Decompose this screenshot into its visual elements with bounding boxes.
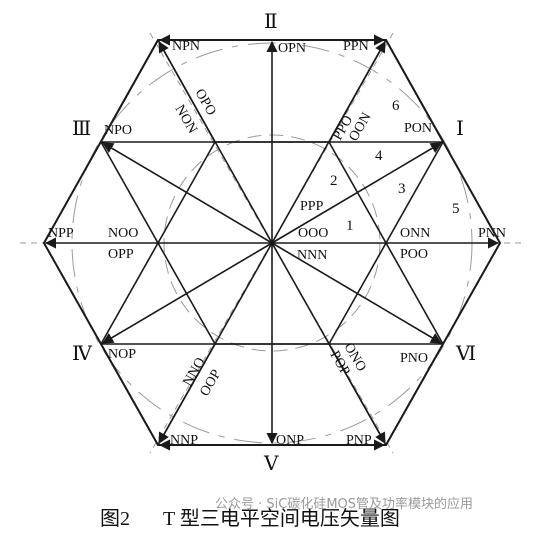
label-pon: PON	[404, 121, 432, 136]
vector-pnp	[271, 242, 386, 444]
caption-title: T 型三电平空间电压矢量图	[163, 507, 400, 530]
sector-2: 2	[330, 173, 338, 189]
vector-pon	[271, 142, 442, 244]
vector-npn	[158, 41, 273, 244]
label-pno: PNO	[400, 351, 428, 366]
label-npo: NPO	[104, 123, 132, 138]
label-npn: NPN	[172, 39, 200, 54]
sector-4: 4	[375, 148, 383, 164]
region-iv: Ⅳ	[72, 343, 93, 365]
label-nnn: NNN	[297, 248, 327, 263]
vector-pno	[271, 242, 442, 344]
label-pnp: PNP	[346, 433, 372, 448]
label-onp: ONP	[276, 433, 304, 448]
region-ii: Ⅱ	[264, 11, 278, 33]
label-nnp: NNP	[170, 433, 198, 448]
label-opp: OPP	[108, 247, 134, 262]
label-onn: ONN	[400, 226, 430, 241]
region-vi: Ⅵ	[455, 343, 476, 365]
label-opn: OPN	[278, 41, 306, 56]
vector-ppn	[271, 41, 386, 244]
sector-5: 5	[452, 201, 460, 217]
sector-1: 1	[346, 218, 354, 234]
sector-3: 3	[398, 181, 406, 197]
watermark: 公众号 · SiC碳化硅MOS管及功率模块的应用	[215, 496, 473, 512]
label-npp: NPP	[48, 226, 74, 241]
caption-figure: 图2	[100, 508, 130, 530]
label-nop: NOP	[108, 347, 136, 362]
region-iii: Ⅲ	[72, 118, 91, 140]
label-opo: OPO	[192, 87, 219, 119]
grid-lines	[100, 39, 444, 446]
region-i: Ⅰ	[456, 118, 464, 140]
label-poo: POO	[400, 247, 428, 262]
region-v: Ⅴ	[263, 453, 279, 475]
edge-arrows	[158, 34, 386, 451]
vector-nop	[102, 242, 273, 344]
voltage-vectors	[44, 40, 500, 445]
vector-nnp	[158, 242, 273, 444]
label-ppp: PPP	[300, 199, 324, 214]
vector-npo	[102, 142, 273, 244]
label-noo: NOO	[108, 226, 138, 241]
label-pnn: PNN	[478, 226, 506, 241]
label-ppn: PPN	[343, 39, 369, 54]
label-ooo: OOO	[298, 226, 328, 241]
sector-6: 6	[392, 98, 400, 114]
